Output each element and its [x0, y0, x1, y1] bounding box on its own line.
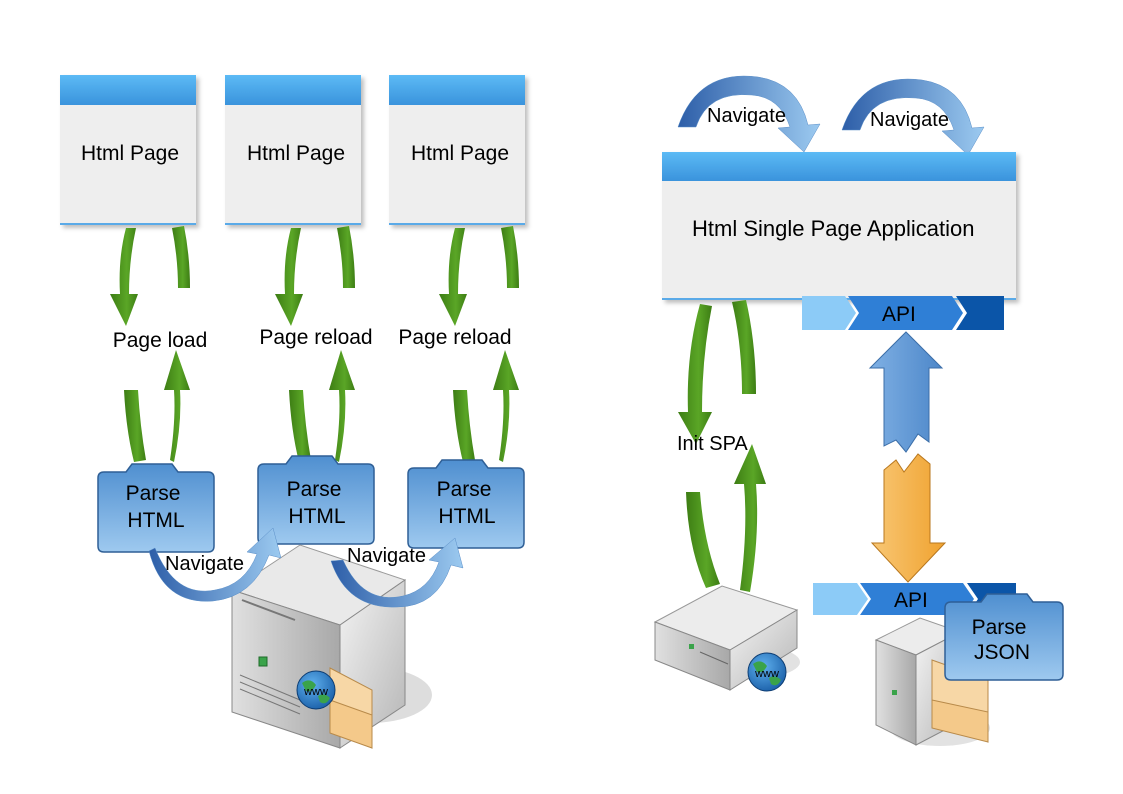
api-label-bottom: API: [894, 589, 928, 612]
html-page-window: [60, 75, 196, 225]
init-spa-label: Init SPA: [677, 433, 748, 455]
html-page-window: [389, 75, 525, 225]
web-server-icon: [230, 544, 432, 749]
navigate-label-left-2: Navigate: [347, 545, 426, 567]
page-load-arrow-down: [110, 228, 146, 462]
init-arrow-down: [678, 304, 720, 588]
spa-window: [662, 152, 1016, 300]
parse-json-line1: Parse: [972, 616, 1027, 639]
globe-www-text: www: [303, 686, 328, 698]
spa-navigate-label-2: Navigate: [870, 109, 949, 131]
globe-www-text-right: www: [754, 668, 779, 680]
page-load-arrow-up: [329, 226, 355, 462]
parse-json-folder: [944, 593, 1064, 681]
rack-server-icon: [653, 585, 800, 691]
spa-navigate-arrow-2: [841, 78, 985, 156]
api-bar-top: [802, 296, 1004, 330]
transition-label: Page reload: [259, 326, 372, 349]
spa-navigate-arrow-1: [677, 75, 821, 153]
parse-label-line2: HTML: [288, 505, 345, 528]
response-arrow-down: [870, 453, 947, 583]
page-load-arrow-down: [275, 228, 311, 462]
parse-label-line1: Parse: [126, 482, 181, 505]
page-load-arrow-down: [439, 228, 475, 462]
html-page-window: [225, 75, 361, 225]
spa-navigate-label-1: Navigate: [707, 105, 786, 127]
navigate-arrow-2: [330, 537, 464, 608]
parse-html-folder: [97, 463, 215, 553]
navigate-arrow-1: [148, 527, 282, 602]
parse-json-line2: JSON: [974, 641, 1030, 664]
globe-icon: www: [296, 670, 336, 710]
page-load-arrow-up: [164, 226, 190, 462]
api-server-icon: [874, 617, 990, 746]
navigate-label-left-1: Navigate: [165, 553, 244, 575]
page-load-arrow-up: [493, 226, 519, 462]
parse-label-line1: Parse: [437, 478, 492, 501]
init-arrow-up: [732, 300, 766, 592]
transition-label: Page reload: [398, 326, 511, 349]
html-page-label: Html Page: [411, 142, 509, 165]
api-label-top: API: [882, 303, 916, 326]
html-page-label: Html Page: [81, 142, 179, 165]
spa-title: Html Single Page Application: [692, 216, 975, 241]
request-arrow-up: [868, 331, 944, 453]
transition-label: Page load: [113, 329, 208, 352]
html-page-label: Html Page: [247, 142, 345, 165]
parse-label-line2: HTML: [127, 509, 184, 532]
parse-label-line1: Parse: [287, 478, 342, 501]
parse-label-line2: HTML: [438, 505, 495, 528]
globe-icon-right: www: [747, 652, 787, 692]
parse-html-folder: [407, 459, 525, 549]
